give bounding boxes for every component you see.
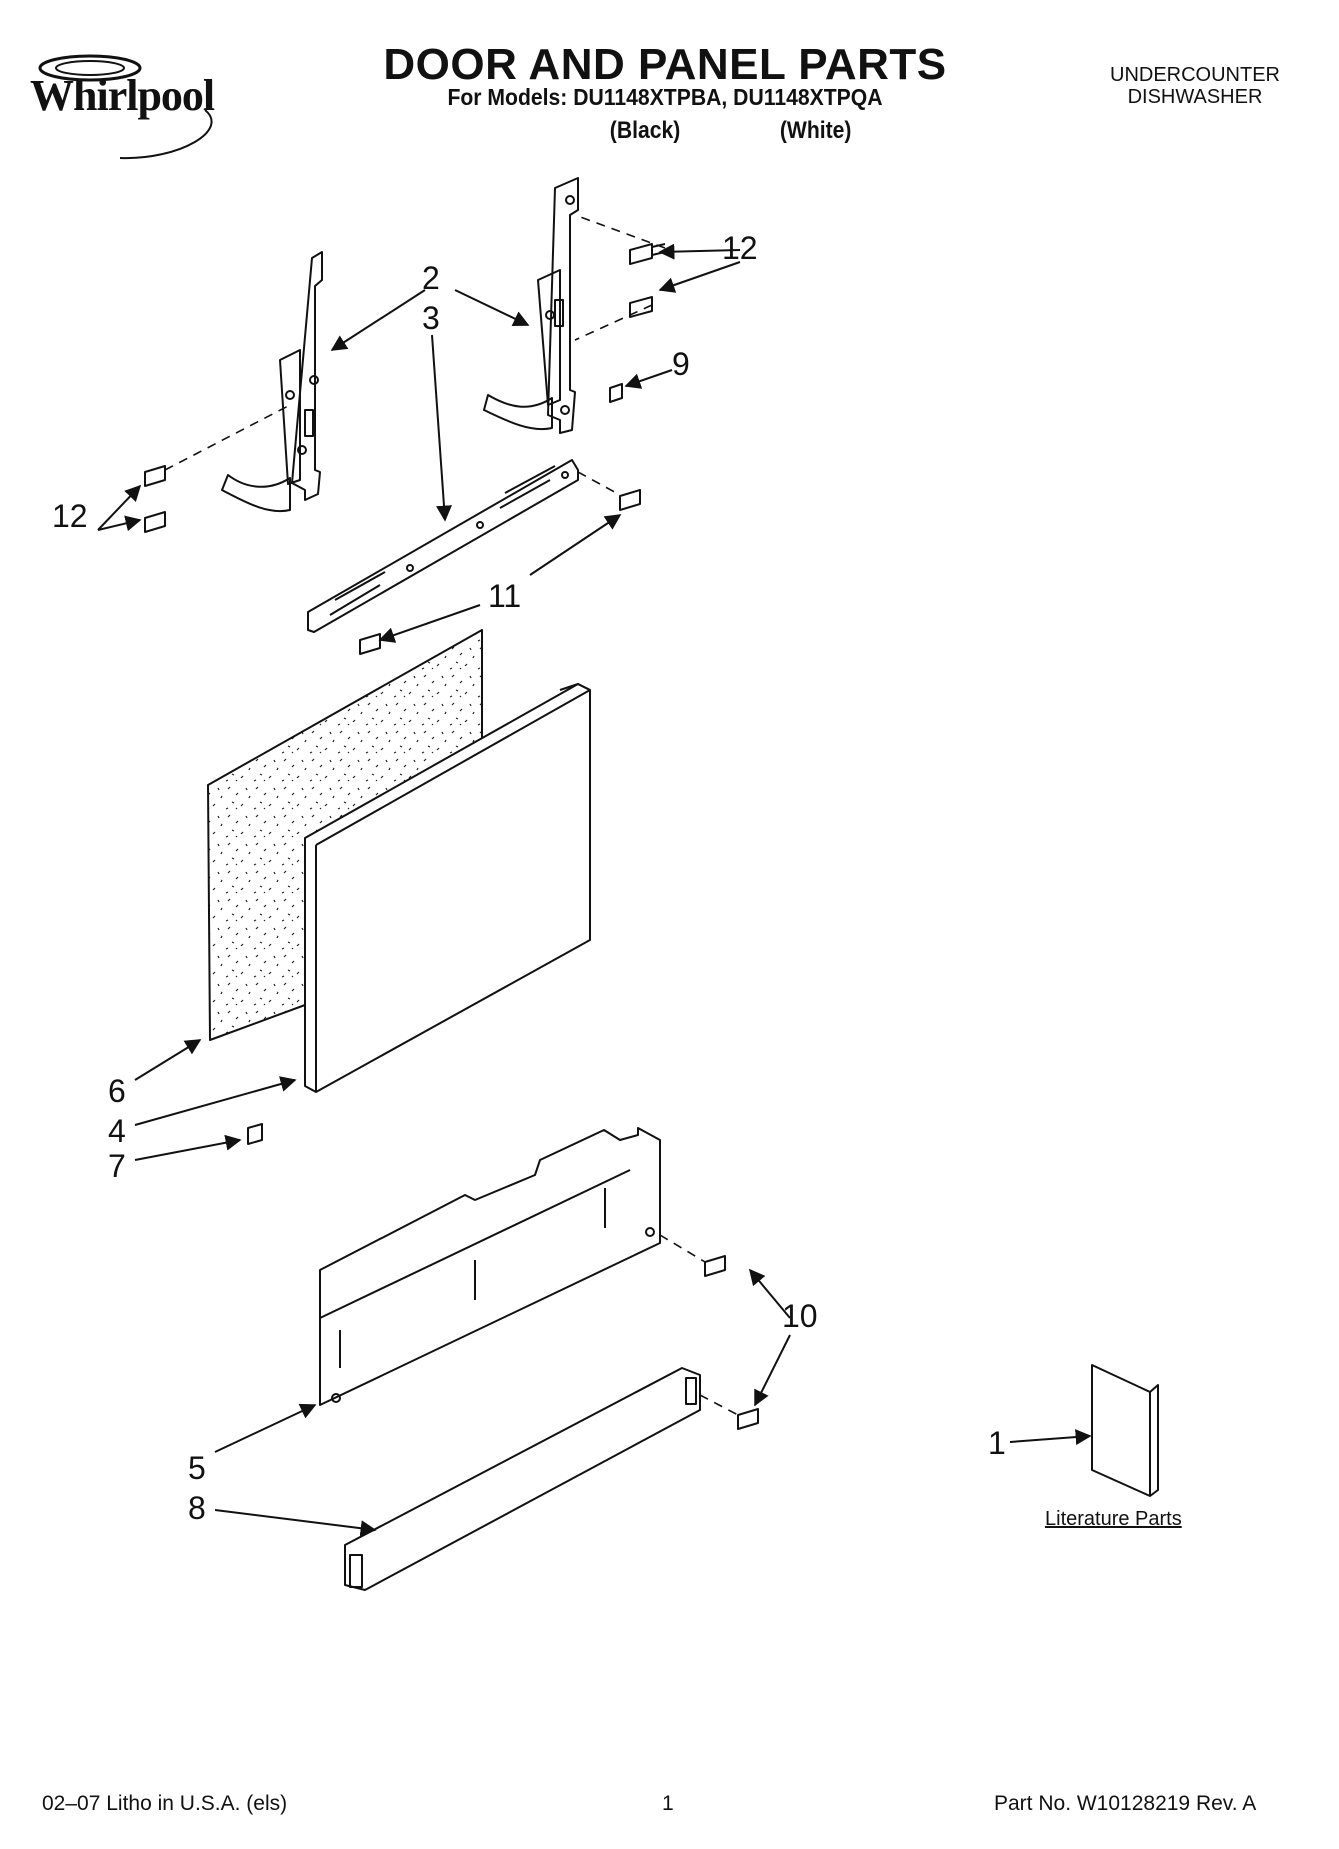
- variant-black: (Black): [609, 117, 681, 144]
- screws: [144, 243, 759, 1430]
- door-outer-panel: [304, 683, 591, 1093]
- product-type: UNDERCOUNTER DISHWASHER: [1085, 64, 1305, 108]
- right-hinge-bracket: [483, 177, 579, 434]
- whirlpool-logo: Whirlpool: [20, 40, 270, 160]
- footer-part-number: Part No. W10128219 Rev. A: [994, 1792, 1257, 1815]
- callout-6: 6: [108, 1073, 126, 1109]
- toe-kick-strip: [344, 1367, 701, 1591]
- models-line: For Models: DU1148XTPBA, DU1148XTPQA: [447, 84, 883, 110]
- footer-page-number: 1: [662, 1792, 674, 1815]
- product-type-line-2: DISHWASHER: [1127, 86, 1263, 108]
- callout-3: 3: [422, 300, 440, 336]
- hinge-clip-9: [609, 383, 623, 403]
- callout-5: 5: [188, 1450, 206, 1486]
- callout-1: 1: [988, 1425, 1006, 1461]
- logo-swirl-icon: [38, 54, 213, 160]
- literature-booklet: [1091, 1364, 1159, 1497]
- lower-access-panel: [319, 1127, 661, 1406]
- callout-2: 2: [422, 260, 440, 296]
- callout-8: 8: [188, 1490, 206, 1526]
- callout-7: 7: [108, 1148, 126, 1184]
- callout-9: 9: [672, 346, 690, 382]
- footer-print-info: 02–07 Litho in U.S.A. (els): [42, 1792, 288, 1815]
- product-type-line-1: UNDERCOUNTER: [1110, 64, 1280, 86]
- hinge-support-rail: [307, 459, 579, 633]
- callout-10: 10: [782, 1298, 818, 1334]
- left-hinge-bracket: [221, 251, 323, 513]
- callout-11: 11: [488, 578, 522, 614]
- page-title: DOOR AND PANEL PARTS: [383, 40, 947, 89]
- callout-12-left: 12: [52, 498, 88, 534]
- callout-leaders: [97, 243, 1092, 1537]
- callout-12-top: 12: [722, 230, 758, 266]
- literature-parts-label: Literature Parts: [1045, 1508, 1182, 1530]
- logo-wordmark: Whirlpool: [30, 71, 215, 120]
- door-clip-7: [247, 1123, 263, 1145]
- callout-4: 4: [108, 1113, 126, 1149]
- variant-white: (White): [779, 117, 852, 144]
